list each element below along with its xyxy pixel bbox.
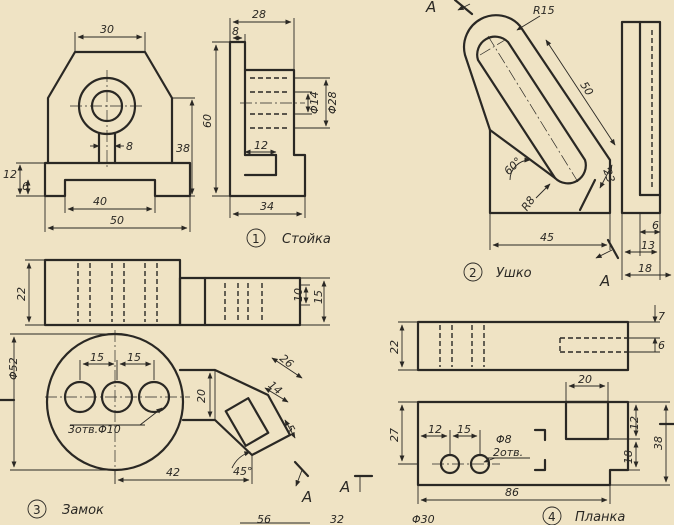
planka-slot [564,400,610,441]
dim-bottom-phi30: Φ30 [412,513,435,525]
dim-zamok-phi52: Φ52 [7,357,20,380]
section-mark-a-middle: A [339,478,350,496]
dim-ushko-r15: R15 [533,4,555,17]
dim-ushko-60deg: 60° [502,155,525,178]
dim-planka-38: 38 [652,436,665,450]
dim-ushko-45: 45 [540,231,554,244]
dim-planka-6: 6 [658,339,665,352]
dim-zamok-45deg: 45° [233,465,253,478]
dim-planka-7: 7 [658,310,665,323]
dim-zamok-15b: 15 [127,351,141,364]
dim-stoyka-phi28: Φ28 [326,91,339,114]
dim-stoyka-12-slot: 12 [254,139,268,152]
dim-zamok-22: 22 [15,287,28,301]
dim-stoyka-50: 50 [110,214,124,227]
dim-stoyka-phi14: Φ14 [308,91,321,114]
dim-stoyka-38: 38 [176,142,190,155]
dim-planka-15: 15 [457,423,471,436]
dim-planka-18: 18 [622,450,635,464]
zamok-number-circle [27,499,47,519]
ushko-outline [462,14,612,215]
zamok-arm-slot [224,397,270,447]
dim-stoyka-34: 34 [260,200,274,213]
dim-stoyka-28: 28 [252,8,266,21]
ushko-number-circle [463,262,483,282]
planka-title: Планка [575,510,625,525]
planka-number-circle [542,506,562,525]
dim-stoyka-30: 30 [100,23,114,36]
zamok-top-tab [178,276,302,327]
dim-stoyka-6: 6 [22,180,29,193]
dim-stoyka-8: 8 [126,140,133,153]
part-ushko: R15 50 60° 23 R8 45 6 13 18 2 Ушко A [425,0,672,290]
dim-stoyka-8-top: 8 [232,25,239,38]
bottom-partial-dims: 56 32 Φ30 [240,513,435,525]
section-mark-a-top: A [425,0,436,16]
dim-ushko-13: 13 [641,239,655,252]
dim-zamok-15-side: 15 [312,290,325,304]
stoyka-title: Стойка [282,232,331,247]
dim-planka-12b: 12 [628,416,641,430]
ushko-side-outline [620,20,662,215]
section-mark-a-zamok: A [301,488,312,506]
zamok-title: Замок [62,503,104,518]
section-mark-a-ushko: A [599,272,610,290]
ushko-slot [476,35,587,185]
dim-ushko-r8: R8 [519,194,538,213]
dim-ushko-23: 23 [600,167,617,185]
dim-ushko-18: 18 [638,262,652,275]
dim-bottom-32: 32 [330,513,344,525]
dim-planka-12a: 12 [428,423,442,436]
dim-stoyka-40: 40 [93,195,107,208]
dim-ushko-50: 50 [577,79,595,98]
dim-zamok-15a: 15 [90,351,104,364]
stoyka-front-outline [43,50,192,198]
dim-zamok-26: 26 [277,352,296,371]
dim-ushko-6: 6 [652,219,659,232]
part-stoyka: 30 38 8 12 6 40 50 28 8 [3,8,339,248]
stoyka-side-outline [228,40,307,198]
stoyka-number-circle [246,228,266,248]
dim-planka-22: 22 [388,340,401,354]
dim-bottom-56: 56 [257,513,271,525]
stoyka-number: 1 [252,232,260,246]
planka-number: 4 [548,510,556,524]
dim-planka-phi8: Φ8 [496,433,512,446]
dim-zamok-42: 42 [166,466,180,479]
part-planka: 22 7 6 20 27 12 15 Φ8 2отв. 12 18 [388,305,674,525]
ushko-title: Ушко [496,266,532,281]
dim-zamok-20: 20 [195,389,208,403]
dim-planka-20: 20 [578,373,592,386]
dim-planka-86: 86 [505,486,519,499]
dim-planka-27: 27 [388,428,401,442]
ushko-number: 2 [469,266,477,280]
dim-zamok-10: 10 [292,288,305,302]
planka-holes-note: 2отв. [493,446,523,459]
dim-stoyka-60: 60 [201,114,214,128]
dim-stoyka-12: 12 [3,168,17,181]
zamok-holes-note: 3отв.Φ10 [68,423,121,436]
part-zamok: 22 10 15 Φ52 15 15 26 20 14 5 3отв [0,258,374,519]
planka-top-body [416,320,630,372]
zamok-number: 3 [33,503,41,517]
